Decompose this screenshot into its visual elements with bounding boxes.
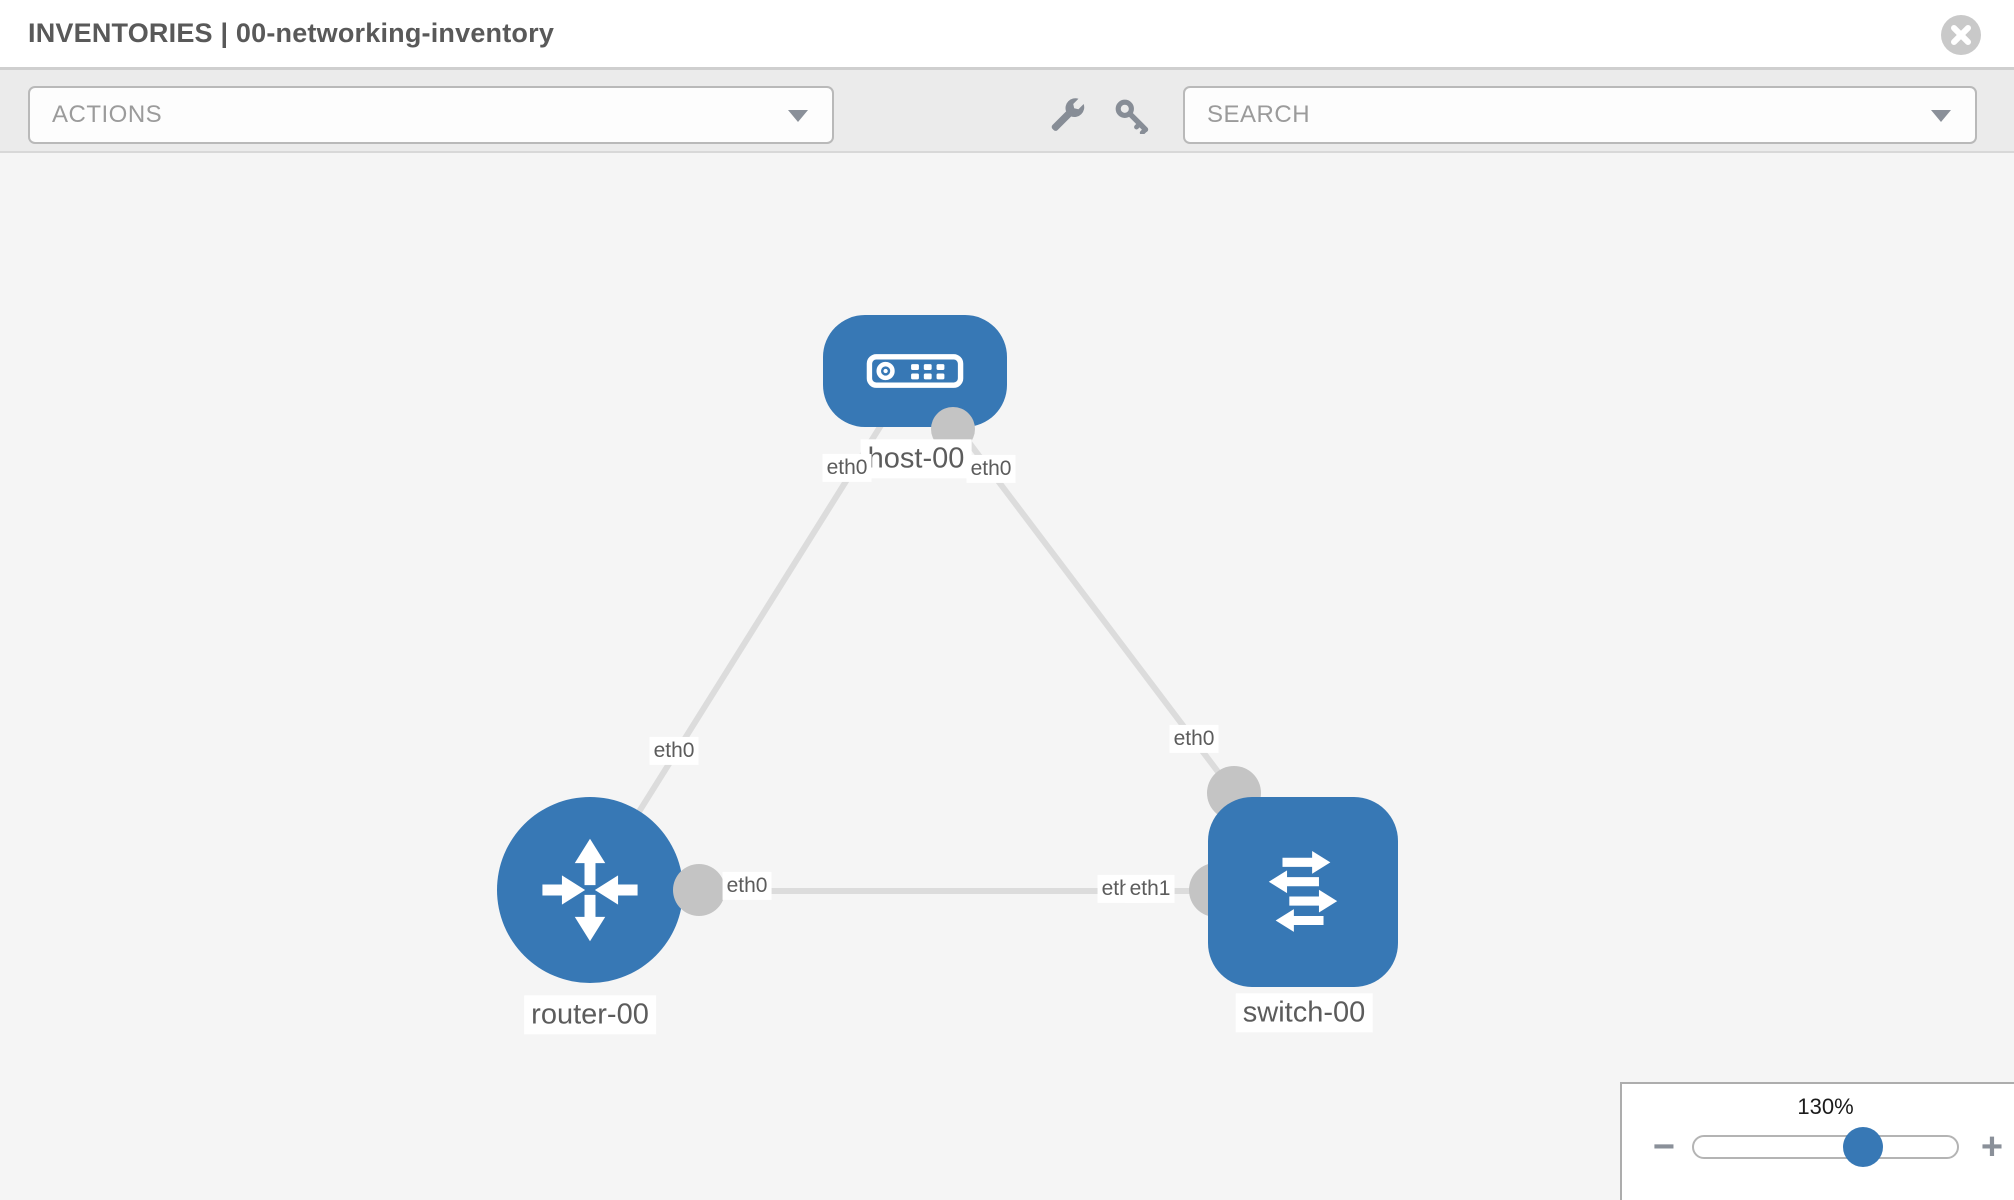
zoom-in-button[interactable]: +	[1980, 1126, 2004, 1168]
search-dropdown-label: SEARCH	[1207, 101, 1311, 128]
node-label-host: host-00	[860, 439, 972, 479]
page-title: INVENTORIES | 00-networking-inventory	[28, 18, 555, 48]
configure-button[interactable]	[1048, 96, 1088, 136]
iface-label-router-to-switch: eth0	[722, 871, 772, 901]
zoom-out-button[interactable]: −	[1652, 1126, 1676, 1168]
key-icon	[1115, 99, 1149, 134]
actions-dropdown[interactable]: ACTIONS	[28, 86, 834, 144]
wrench-icon	[1051, 98, 1085, 131]
actions-dropdown-label: ACTIONS	[52, 101, 163, 128]
chevron-down-icon	[788, 110, 808, 122]
close-icon	[1951, 25, 1971, 45]
interface-stub-router-right	[673, 864, 725, 916]
node-router-00[interactable]	[497, 797, 683, 983]
iface-label-host-to-router: eth0	[822, 453, 872, 483]
header-bar: INVENTORIES | 00-networking-inventory	[0, 0, 2014, 70]
zoom-slider-knob[interactable]	[1843, 1127, 1883, 1167]
chevron-down-icon	[1931, 110, 1951, 122]
iface-label-switch-to-host: eth0	[1169, 724, 1219, 754]
search-dropdown[interactable]: SEARCH	[1183, 86, 1977, 144]
iface-label-switch-to-router: eth1	[1125, 874, 1175, 904]
node-host-00[interactable]	[823, 315, 1007, 427]
topology-canvas[interactable]	[0, 155, 2014, 1200]
node-switch-00[interactable]	[1208, 797, 1398, 987]
node-label-router: router-00	[524, 995, 656, 1035]
switch-icon	[1268, 850, 1338, 932]
iface-label-router-to-host: eth0	[649, 736, 699, 766]
toolbar: ACTIONS SEARCH	[0, 70, 2014, 153]
router-icon	[542, 838, 638, 942]
host-icon	[866, 354, 964, 388]
credentials-button[interactable]	[1112, 96, 1152, 136]
iface-label-host-to-switch: eth0	[966, 454, 1016, 484]
zoom-slider-track[interactable]	[1692, 1135, 1959, 1159]
close-button[interactable]	[1941, 15, 1981, 55]
zoom-level-value: 130%	[1797, 1094, 1854, 1119]
node-label-switch: switch-00	[1235, 993, 1373, 1033]
zoom-control-panel: 130% − +	[1620, 1082, 2014, 1200]
